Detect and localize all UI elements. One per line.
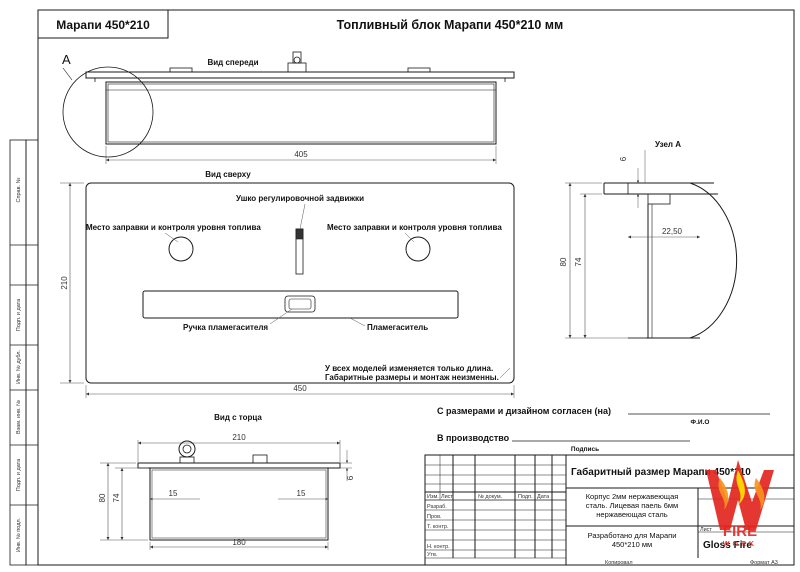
- front-view-label: Вид спереди: [207, 58, 258, 67]
- callout-fill-right: Место заправки и контроля уровня топливa: [327, 223, 502, 232]
- tb-role-ncontrol: Н. контр.: [427, 544, 450, 550]
- tb-dev-1: Разработано для Марапи: [588, 531, 677, 540]
- tb-role-tcontrol: Т. контр.: [427, 524, 449, 530]
- dim-node-height-outer: 80: [559, 257, 568, 266]
- dim-end-inner-width: 180: [232, 538, 246, 547]
- side-stamp-4: Взам. инв. №: [16, 400, 22, 434]
- tb-company: Gloss Fire: [703, 540, 752, 551]
- front-view: Вид спереди 405 A: [62, 51, 515, 164]
- approval-block: С размерами и дизайном согласен (на) Ф.И…: [437, 406, 770, 453]
- side-stamp-strip: Справ. № Подп. и дата Инв. № дубл. Взам.…: [9, 139, 39, 566]
- dim-top-width: 210: [60, 276, 69, 290]
- dim-node-width: 22,50: [662, 227, 683, 236]
- side-stamp-1: Справ. №: [16, 177, 22, 202]
- tb-header-doc: № докум.: [478, 494, 503, 500]
- side-stamp-2: Подп. и дата: [16, 298, 22, 331]
- dim-end-offset-left: 15: [169, 489, 178, 498]
- note-line-1: У всех моделей изменяется только длина.: [325, 364, 493, 373]
- callout-extinguisher: Пламегаситель: [367, 323, 428, 332]
- side-stamp-6: Инв. № подл.: [16, 517, 22, 552]
- top-view: Вид сверху Ушко регулировочной задвижки …: [60, 170, 515, 398]
- side-stamp-3: Инв. № дубл.: [16, 350, 22, 385]
- tb-header-izm: Изм.: [427, 494, 439, 500]
- tb-header-date: Дата: [537, 494, 550, 500]
- firework-logo: FIRE WORK: [706, 460, 774, 548]
- tb-copied: Копировал: [605, 560, 633, 566]
- tb-format: Формат A3: [750, 560, 778, 566]
- dim-top-length: 450: [293, 384, 307, 393]
- title-box-text: Марапи 450*210: [56, 18, 150, 32]
- sheet-frame: [37, 9, 795, 566]
- dim-end-height-outer: 80: [98, 493, 107, 502]
- approval-fio: Ф.И.О: [691, 419, 710, 426]
- callout-damper-eye: Ушко регулировочной задвижки: [236, 194, 364, 203]
- tb-role-approve: Утв.: [427, 552, 438, 558]
- tb-sheet-label: Лист: [700, 527, 712, 533]
- flame-core-icon: [736, 470, 745, 505]
- end-view-label: Вид с торца: [214, 413, 262, 422]
- approval-signature: Подпись: [571, 446, 599, 453]
- dim-front-length: 405: [294, 150, 308, 159]
- tb-dev-2: 450*210 мм: [612, 540, 652, 549]
- dim-node-height-inner: 74: [574, 257, 583, 266]
- flame-w-icon: [706, 460, 774, 530]
- dim-end-top: 6: [346, 475, 355, 480]
- node-marker: A: [62, 52, 71, 67]
- side-stamp-5: Подп. и дата: [16, 458, 22, 491]
- tb-desc-1: Корпус 2мм нержавеющая: [586, 492, 679, 501]
- tb-desc-2: сталь. Лицевая паель 6мм: [586, 501, 678, 510]
- dim-end-offset-right: 15: [297, 489, 306, 498]
- callout-handle: Ручка пламегасителя: [183, 323, 268, 332]
- dim-end-width: 210: [232, 433, 246, 442]
- node-detail: Узел А 6 22,50 80 74: [559, 140, 738, 339]
- tb-role-dev: Разраб.: [427, 504, 447, 510]
- dim-node-top: 6: [619, 156, 628, 161]
- logo-text-fire: FIRE: [723, 523, 757, 540]
- logo-text-work: WORK: [723, 541, 757, 548]
- note-line-2: Габаритные размеры и монтаж неизменны.: [325, 373, 499, 382]
- main-title: Топливный блок Марапи 450*210 мм: [337, 18, 564, 32]
- tb-name: Габаритный размер Марапи 450*210: [571, 466, 751, 478]
- tb-header-sign: Подп.: [518, 494, 533, 500]
- approval-agreed: С размерами и дизайном согласен (на): [437, 406, 611, 416]
- detail-circle: [62, 66, 154, 158]
- title-box: [37, 9, 169, 39]
- approval-production: В производство: [437, 433, 510, 443]
- top-view-label: Вид сверху: [205, 170, 251, 179]
- end-view: Вид с торца 210 15 15 180 80 74 6: [98, 413, 355, 550]
- tb-role-check: Пров.: [427, 514, 442, 520]
- dim-end-height-inner: 74: [112, 493, 121, 502]
- tb-desc-3: нержавеющая сталь: [596, 510, 668, 519]
- callout-fill-left: Место заправки и контроля уровня топливa: [86, 223, 261, 232]
- tb-header-list: Лист: [441, 494, 453, 500]
- node-view-label: Узел А: [655, 140, 681, 149]
